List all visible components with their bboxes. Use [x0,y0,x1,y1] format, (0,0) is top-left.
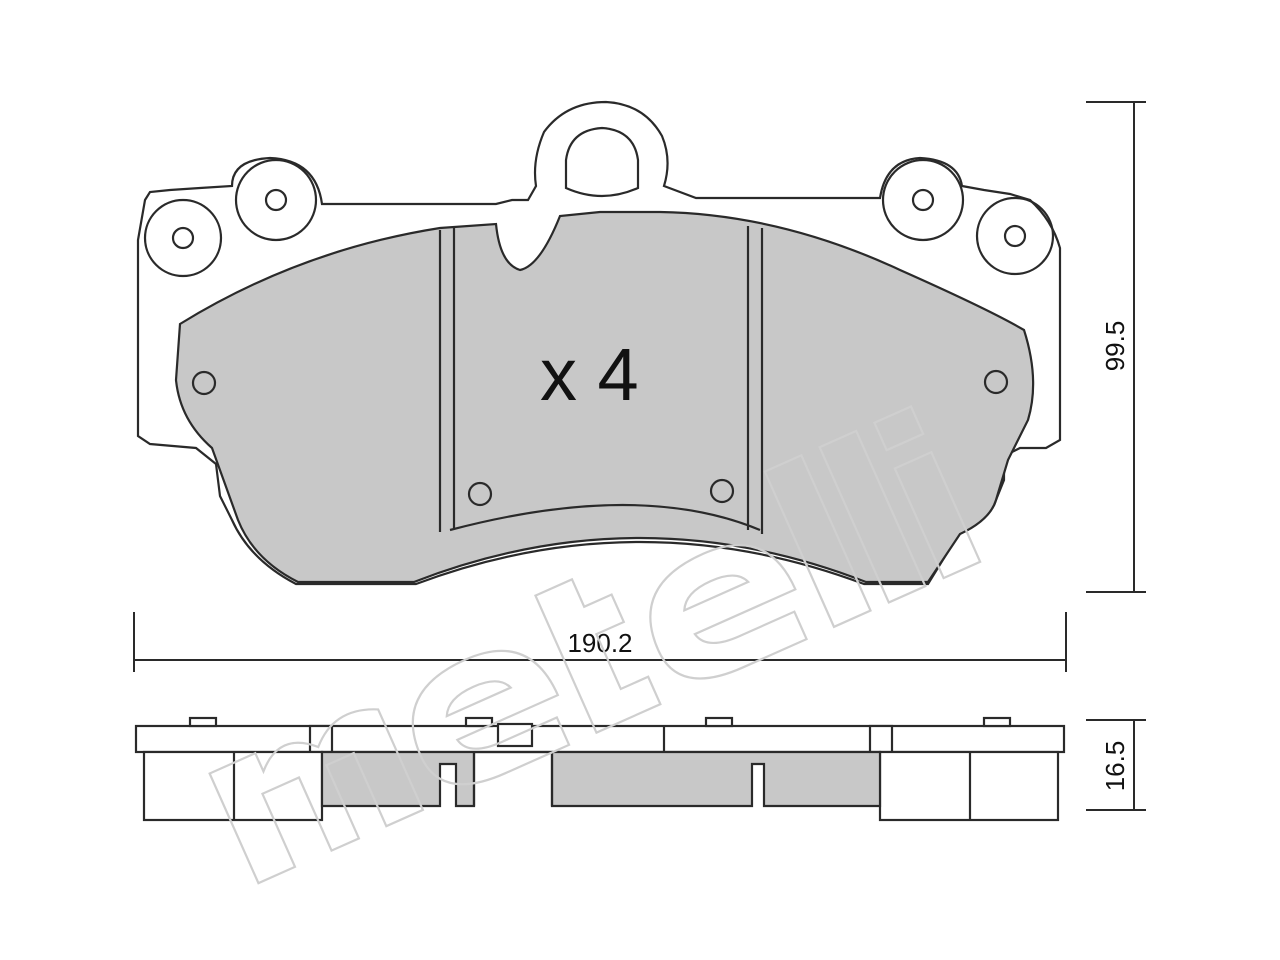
friction-pad [174,210,1035,584]
pad-hole-2 [467,481,493,507]
mount-hole-left-2 [264,188,288,212]
height-dimension-label: 99.5 [1100,321,1130,372]
front-view [136,100,1062,586]
watermark-logo [208,405,982,885]
mount-hole-right-2 [1003,224,1027,248]
width-dimension [133,612,1067,672]
quantity-label: x 4 [540,333,639,416]
side-friction [320,750,882,808]
mount-ring-left-1 [143,198,223,278]
mount-ring-right-1 [881,158,965,242]
pad-hole-3 [709,478,735,504]
lug-slot [564,126,640,198]
side-view [134,716,1066,822]
mount-hole-left-1 [171,226,195,250]
pad-hole-1 [191,370,217,396]
mount-ring-right-2 [975,196,1055,276]
height-dimension [1086,101,1146,593]
mount-ring-left-2 [234,158,318,242]
mount-hole-right-1 [911,188,935,212]
friction-inner-arc [449,503,761,532]
thickness-dimension-label: 16.5 [1100,741,1130,792]
pad-hole-4 [983,369,1009,395]
thickness-dimension [1086,719,1146,811]
